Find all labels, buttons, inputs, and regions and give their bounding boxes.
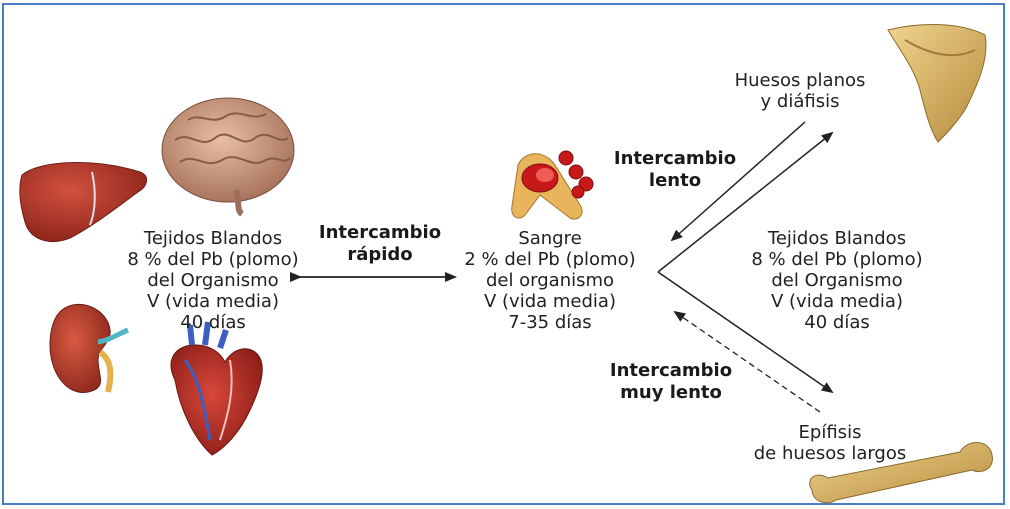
text-line: V (vida media) (771, 291, 903, 312)
scapula-icon (887, 24, 987, 143)
text-line: Epífisis (798, 422, 862, 443)
slow-exchange-arrow-out (657, 131, 834, 273)
text-line: del Organismo (771, 270, 903, 291)
text-line: V (vida media) (147, 291, 279, 312)
text-line: Intercambio (318, 222, 442, 243)
text-line: lento (648, 170, 702, 191)
text-line: del organismo (485, 270, 615, 291)
text-line: Sangre (518, 228, 582, 249)
text-line: del Organismo (147, 270, 279, 291)
text-line: 40 días (804, 312, 870, 333)
epiphysis-text: Epífisis de huesos largos (730, 422, 930, 464)
text-line: Huesos planos (734, 70, 866, 91)
text-line: 8 % del Pb (plomo) (127, 249, 299, 270)
liver-icon (19, 162, 147, 242)
blood-cells-icon (511, 150, 594, 220)
text-line: V (vida media) (484, 291, 616, 312)
very-slow-exchange-label: Intercambio muy lento (596, 360, 746, 404)
blood-text: Sangre 2 % del Pb (plomo) del organismo … (445, 228, 655, 333)
slow-exchange-arrow-in (670, 121, 806, 242)
text-line: rápido (347, 244, 413, 265)
slow-exchange-label: Intercambio lento (600, 148, 750, 192)
heart-icon (170, 321, 263, 456)
long-bone-icon (809, 442, 993, 504)
text-line: de huesos largos (753, 443, 907, 464)
text-line: Tejidos Blandos (143, 228, 283, 249)
flat-bones-text: Huesos planos y diáfisis (715, 70, 885, 112)
text-line: Intercambio (613, 148, 737, 169)
text-line: y diáfisis (760, 91, 840, 112)
diagram-frame (2, 3, 1005, 505)
brain-icon (161, 97, 295, 217)
text-line: muy lento (620, 382, 722, 403)
text-line: 7-35 días (508, 312, 592, 333)
text-line: Tejidos Blandos (767, 228, 907, 249)
fast-exchange-label: Intercambio rápido (305, 222, 455, 266)
soft-tissue-left-text: Tejidos Blandos 8 % del Pb (plomo) del O… (108, 228, 318, 333)
text-line: Intercambio (609, 360, 733, 381)
soft-tissue-right-text: Tejidos Blandos 8 % del Pb (plomo) del O… (732, 228, 942, 333)
very-slow-exchange-arrow-out (657, 271, 834, 394)
text-line: 2 % del Pb (plomo) (464, 249, 636, 270)
text-line: 8 % del Pb (plomo) (751, 249, 923, 270)
kidney-icon (49, 304, 129, 393)
text-line: 40 días (180, 312, 246, 333)
